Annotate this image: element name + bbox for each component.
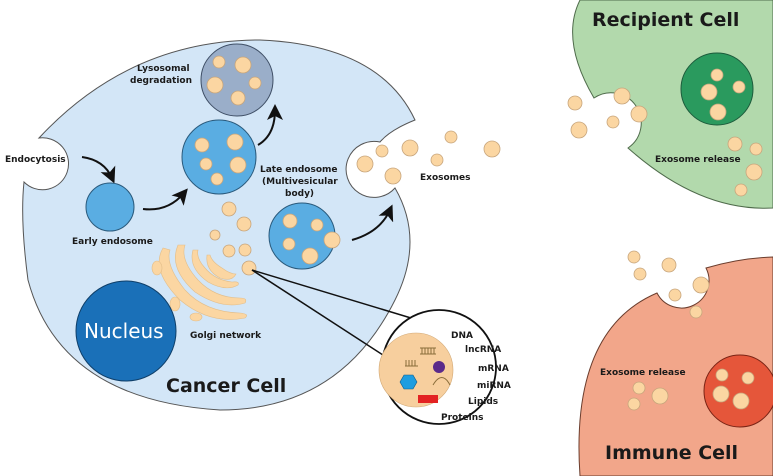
golgi-label: Golgi network bbox=[190, 331, 262, 341]
endocytosis-label: Endocytosis bbox=[5, 155, 66, 165]
arrow-to-exocytosis bbox=[351, 204, 394, 241]
arrow-endocytosis bbox=[81, 156, 116, 184]
late-endosome-label-line1: Late endosome bbox=[260, 165, 338, 175]
nucleus-label: Nucleus bbox=[84, 319, 164, 343]
late-endosome-upper bbox=[181, 119, 257, 195]
lipid-icon bbox=[399, 374, 418, 390]
multivesicular-body bbox=[268, 202, 341, 270]
early-endosome-label: Early endosome bbox=[72, 237, 153, 247]
zoom-line-top bbox=[251, 269, 387, 358]
exosomes-label: Exosomes bbox=[420, 173, 471, 183]
recipient-cell: Recipient Cell Exosome release bbox=[572, 0, 773, 209]
nucleus bbox=[75, 280, 177, 382]
mirna-icon bbox=[432, 377, 451, 386]
zoomed-vesicle bbox=[241, 260, 257, 276]
cargo-lipids: Lipids bbox=[468, 397, 498, 407]
recipient-cell-label: Recipient Cell bbox=[592, 9, 739, 31]
cargo-proteins: Proteins bbox=[441, 413, 483, 423]
early-endosome bbox=[85, 182, 135, 232]
protein-icon bbox=[418, 395, 438, 403]
lysosome bbox=[200, 43, 274, 117]
cargo-zoom-circle: DNA lncRNA mRNA miRNA Lipids Proteins bbox=[378, 309, 511, 425]
late-endosome-label-line2: (Multivesicular bbox=[262, 177, 338, 187]
arrow-to-late-endosome bbox=[142, 188, 188, 211]
recipient-exosome-release-label: Exosome release bbox=[655, 155, 741, 165]
dna-icon bbox=[420, 347, 436, 355]
mrna-icon bbox=[433, 361, 445, 373]
lysosomal-label-line1: Lysosomal bbox=[137, 64, 190, 74]
recipient-organelle bbox=[680, 52, 754, 126]
immune-exosome-release-label: Exosome release bbox=[600, 368, 686, 378]
arrow-to-lysosome bbox=[257, 104, 283, 146]
late-endosome-label-line3: body) bbox=[285, 189, 314, 199]
immune-cell-label: Immune Cell bbox=[605, 442, 738, 464]
cargo-mirna: miRNA bbox=[477, 381, 511, 391]
lysosomal-label-line2: degradation bbox=[130, 76, 192, 86]
cancer-cell-label: Cancer Cell bbox=[166, 375, 286, 397]
cargo-lncrna: lncRNA bbox=[465, 345, 501, 355]
lncrna-icon bbox=[405, 360, 418, 367]
immune-cell: Immune Cell Exosome release bbox=[578, 256, 773, 476]
cargo-mrna: mRNA bbox=[478, 364, 509, 374]
cargo-dna: DNA bbox=[451, 331, 473, 341]
golgi-network bbox=[151, 244, 247, 322]
